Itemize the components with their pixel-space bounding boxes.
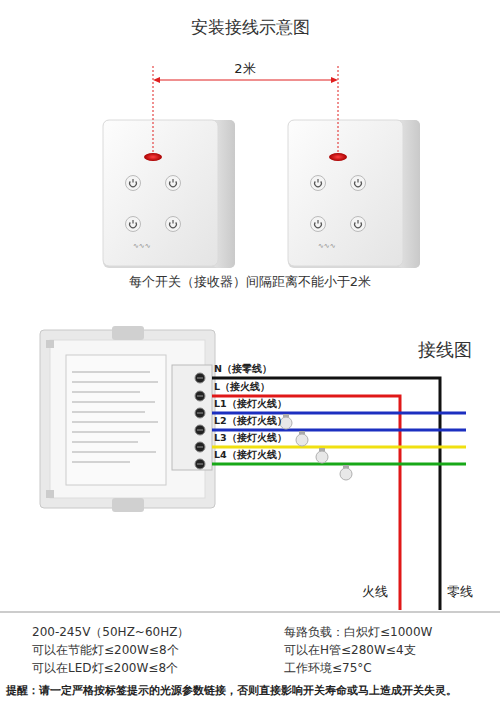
wire-label: N（接零线） <box>214 364 272 375</box>
wire-label: L1（接灯火线） <box>214 399 287 410</box>
spec-text: 可以在H管≤280W≤4支 <box>284 644 416 658</box>
spec-text: 200-245V（50HZ~60HZ） <box>32 626 189 640</box>
terminal-screw <box>195 425 205 435</box>
wire-name: 零线 <box>447 585 473 600</box>
dimension-label: 2米 <box>232 62 257 77</box>
lamp-bulb <box>340 468 352 480</box>
spec-text: 可以在节能灯≤200W≤8个 <box>32 644 179 658</box>
lamp-bulb <box>316 451 328 463</box>
wire-name: 火线 <box>362 585 388 600</box>
section-heading: 接线图 <box>418 340 472 361</box>
terminal-screws <box>195 373 205 469</box>
spacing-note: 每个开关（接收器）间隔距离不能小于2米 <box>129 275 371 290</box>
title: 安装接线示意图 <box>191 18 310 38</box>
terminal-screw <box>195 442 205 452</box>
spec-text: 可以在LED灯≤200W≤8个 <box>32 662 178 676</box>
spec-text: 每路负载：白炽灯≤1000W <box>284 626 432 640</box>
wire-label: L（接火线） <box>214 382 270 393</box>
wire-label: L3（接灯火线） <box>214 433 287 444</box>
lamp-bulb <box>296 434 308 446</box>
screw-slot <box>197 430 203 431</box>
wire-label: L4（接灯火线） <box>214 450 287 461</box>
screw-slot <box>197 464 203 465</box>
screw-slot <box>197 378 203 379</box>
terminal-screw <box>195 459 205 469</box>
screw-slot <box>197 396 203 397</box>
screw-slot <box>197 413 203 414</box>
terminal-screw <box>195 408 205 418</box>
lamps <box>280 414 352 480</box>
terminal-screw <box>195 373 205 383</box>
reminder-note: 提醒：请一定严格按标签提示的光源参数链接，否则直接影响开关寿命或马上造成开关失灵… <box>6 684 457 696</box>
spec-text: 工作环境≤75°C <box>284 662 372 676</box>
terminal-screw <box>195 391 205 401</box>
wire-label: L2（接灯火线） <box>214 416 287 427</box>
screw-slot <box>197 447 203 448</box>
